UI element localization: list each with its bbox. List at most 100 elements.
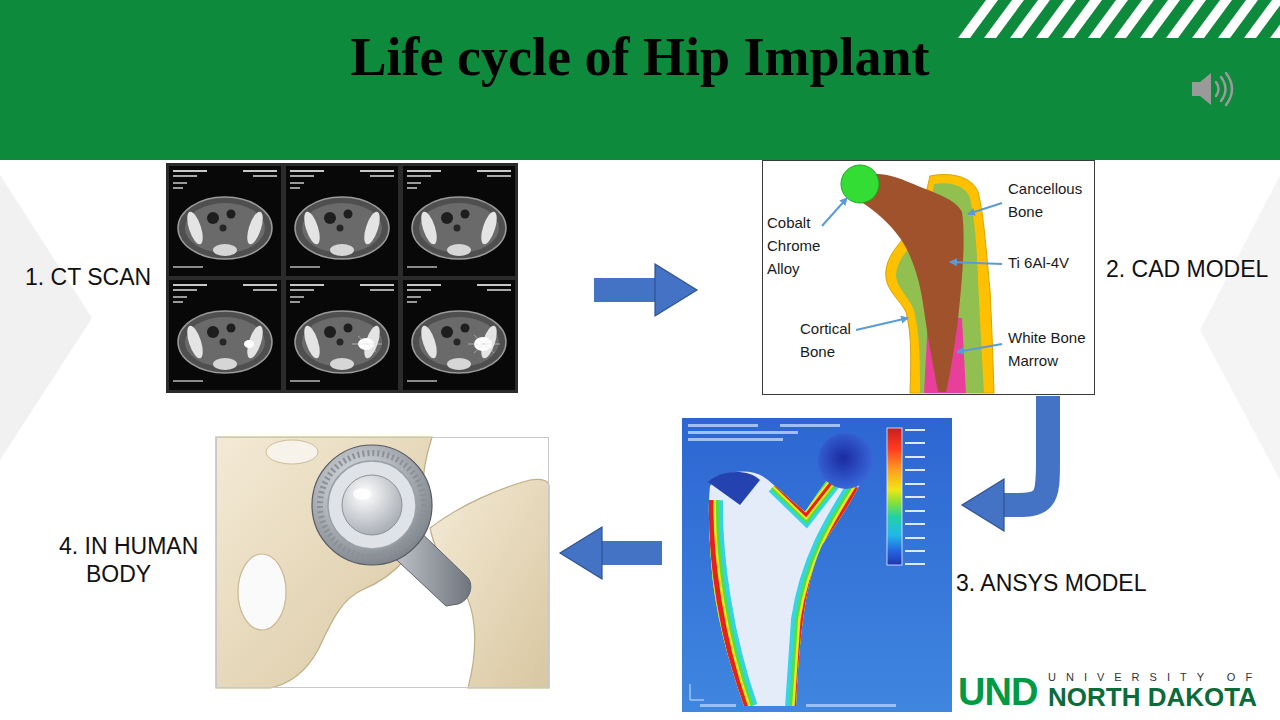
- ansys-stress-plot: [905, 537, 925, 539]
- ct-scan-image: [403, 280, 515, 390]
- logo-text: UNIVERSITY OF: [1048, 672, 1262, 683]
- ansys-model-figure: 3. ANSYS MODEL: [682, 418, 952, 712]
- ansys-stress-plot: [711, 478, 858, 708]
- ct-scan-image: [244, 340, 254, 348]
- ct-scan-image: [166, 163, 518, 393]
- cad-femur-drawing: [822, 198, 847, 226]
- cad-femur-drawing: [856, 318, 908, 330]
- hip-implant-illustration: [353, 488, 371, 500]
- part-label: Cobalt Chrome Alloy: [767, 211, 829, 280]
- connector-group: [594, 290, 1048, 553]
- ansys-stress-plot: [905, 563, 925, 565]
- ansys-stress-plot: [780, 424, 840, 427]
- ct-scan-image: [286, 166, 398, 276]
- speaker-icon: [1226, 73, 1232, 105]
- ansys-stress-plot: [905, 469, 925, 471]
- cad-femur-drawing: [762, 160, 1095, 395]
- hip-implant-illustration: [328, 461, 416, 549]
- ct-scan-image: [403, 166, 515, 276]
- ansys-stress-plot: [806, 704, 896, 707]
- ansys-stress-plot: [690, 684, 691, 700]
- ansys-stress-plot: [797, 488, 858, 708]
- hip-implant-illustration: [216, 437, 549, 688]
- ansys-stress-plot: [700, 704, 736, 707]
- ansys-stress-plot: [818, 433, 874, 489]
- stage-caption: 3. ANSYS MODEL: [956, 569, 1146, 597]
- ct-scan-image: [169, 166, 281, 276]
- ansys-stress-plot: [711, 500, 746, 708]
- ansys-stress-plot: [690, 700, 704, 701]
- ansys-stress-plot: [775, 478, 835, 515]
- ansys-stress-plot: [711, 500, 746, 708]
- hip-implant-illustration: [238, 554, 286, 630]
- hip-implant-illustration: [266, 440, 318, 464]
- ansys-stress-plot: [905, 429, 925, 431]
- ct-scan-image: [358, 336, 376, 352]
- ansys-stress-plot: [775, 478, 835, 515]
- speaker-icon: [1192, 73, 1232, 105]
- flow-arrow: [1004, 396, 1048, 505]
- part-label: White Bone Marrow: [1008, 326, 1090, 372]
- background-chevron: [1200, 175, 1280, 480]
- cad-femur-drawing: [957, 344, 1002, 352]
- ansys-stress-plot: [711, 500, 746, 708]
- stage-caption: 2. CAD MODEL: [1106, 255, 1268, 283]
- logo-text: NORTH DAKOTA: [1048, 684, 1257, 710]
- header-band: [0, 0, 1280, 160]
- background-chevron: [0, 175, 92, 460]
- stage-caption: 1. CT SCAN: [25, 263, 151, 291]
- cad-femur-drawing: [841, 165, 879, 203]
- ansys-stress-plot: [775, 478, 835, 515]
- ansys-stress-plot: [905, 442, 925, 444]
- ansys-stress-plot: [682, 418, 952, 712]
- ansys-stress-plot: [797, 488, 858, 708]
- header-band: [1270, 0, 1280, 38]
- ansys-stress-plot: [887, 428, 902, 565]
- cad-femur-drawing: [858, 174, 964, 392]
- speaker-icon: [1216, 82, 1219, 96]
- ansys-stress-plot: [905, 510, 925, 512]
- implant-figure: 4. IN HUMAN BODY: [216, 437, 549, 688]
- cad-femur-drawing: [968, 203, 1002, 214]
- slide-title: Life cycle of Hip Implant: [0, 25, 1280, 90]
- ansys-stress-plot: [905, 550, 925, 552]
- ansys-stress-plot: [682, 418, 952, 712]
- ansys-stress-plot: [708, 472, 760, 505]
- speaker-icon: [1192, 73, 1211, 105]
- hip-implant-illustration: [320, 453, 424, 557]
- ansys-stress-plot: [688, 431, 798, 434]
- ansys-stress-plot: [711, 500, 746, 708]
- header-band: [0, 0, 1280, 160]
- logo-wordmark: UND: [958, 673, 1037, 711]
- hip-implant-illustration: [216, 437, 549, 688]
- speaker-icon: [1221, 77, 1226, 101]
- part-label: Cortical Bone: [800, 317, 858, 363]
- ct-scan-image: [286, 280, 398, 390]
- ct-scan-image: [166, 163, 518, 393]
- hip-implant-illustration: [342, 475, 402, 535]
- stage-caption: 4. IN HUMAN BODY: [59, 532, 211, 588]
- ansys-stress-plot: [775, 478, 835, 515]
- ct-scan-image: [474, 335, 494, 353]
- hip-implant-illustration: [312, 445, 432, 565]
- ansys-stress-plot: [905, 523, 925, 525]
- part-label: Cancellous Bone: [1008, 177, 1090, 223]
- part-label: Ti 6Al-4V: [1008, 251, 1090, 274]
- ct-scan-figure: 1. CT SCAN: [166, 163, 518, 393]
- ansys-stress-plot: [905, 456, 925, 458]
- cad-femur-drawing: [762, 160, 1095, 395]
- ct-scan-image: [169, 280, 281, 390]
- ct-scan-image: [474, 335, 494, 353]
- ansys-stress-plot: [905, 483, 925, 485]
- ansys-stress-plot: [905, 496, 925, 498]
- ansys-stress-plot: [688, 424, 758, 427]
- flow-arrow: [602, 541, 662, 565]
- flow-arrow: [594, 278, 655, 302]
- cad-femur-drawing: [950, 262, 1002, 264]
